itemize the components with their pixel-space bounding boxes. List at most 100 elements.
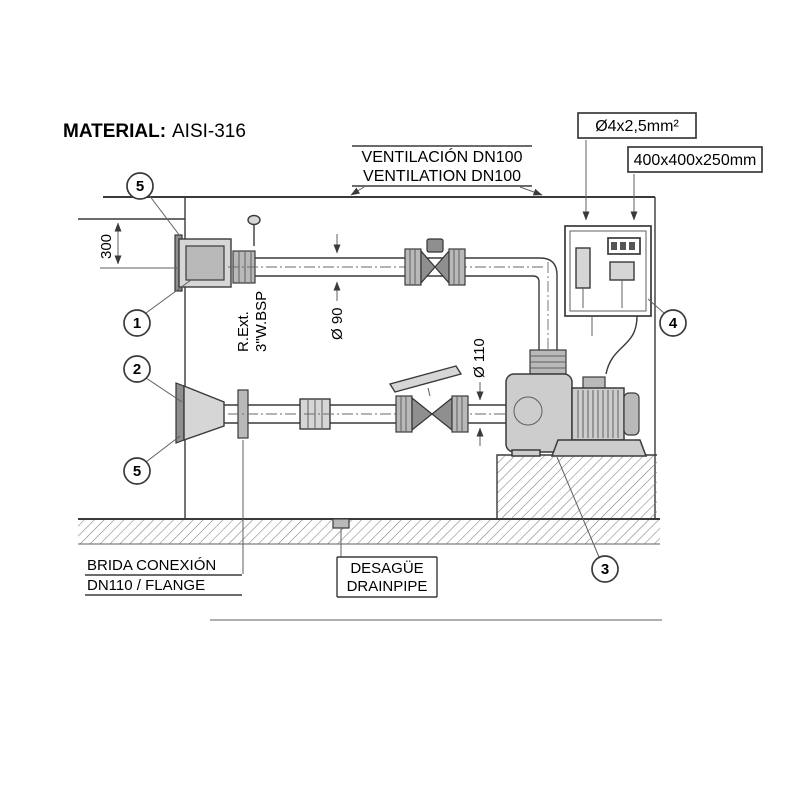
callout-1-circle: [123, 309, 151, 337]
upper-valve-union-left-ribs: [409, 249, 416, 285]
counter-current-unit: [174, 214, 261, 292]
material-value: AISI-316: [172, 121, 246, 142]
dimension-300: 300: [98, 222, 180, 269]
upper-pipe: [255, 257, 533, 277]
nozzle-face-plate: [175, 382, 185, 444]
panel-breaker: [609, 261, 635, 281]
cable-size-callout: Ø4x2,5mm²: [577, 112, 697, 221]
upper-pipe-run: [228, 257, 558, 378]
lower-valve-union-left-ribs: [400, 396, 407, 432]
panel-internal-wires: [582, 280, 623, 308]
ventilation-label-rules: [352, 145, 532, 187]
air-vent-cap: [247, 214, 261, 226]
upper-valve-union-left: [404, 248, 422, 286]
panel-contactor: [575, 247, 591, 289]
terminal-1: [611, 242, 617, 250]
ground-hatch: [78, 520, 660, 544]
callout-5-top-leader: [148, 194, 181, 237]
dim-300-label: 300: [98, 234, 115, 259]
pump-volute-detail: [513, 396, 543, 426]
thread-label-line2: 3"W.BSP: [253, 291, 270, 352]
drain: DESAGÜE DRAINPIPE: [332, 518, 438, 598]
elbow-inner: [532, 275, 540, 352]
flange-label-rules: [85, 574, 242, 596]
nozzle-stub-pipe: [224, 404, 238, 424]
callout-5-bottom: 5: [123, 435, 181, 485]
dia90-label: Ø 90: [329, 307, 346, 340]
ventilation-arrow-right: [519, 186, 543, 196]
lower-pipe-a: [248, 404, 300, 424]
callout-5-top-number: 5: [136, 178, 144, 195]
flange-label-line1: BRIDA CONEXIÓN: [87, 557, 216, 574]
jet-nozzle-assembly: [175, 382, 512, 444]
pump-plinth-hatch: [497, 455, 657, 518]
callout-5-top-circle: [126, 172, 154, 200]
thread-label-line1: R.Ext.: [235, 311, 252, 352]
ventilation-arrow-left: [350, 186, 365, 196]
callout-1-leader: [145, 279, 192, 314]
callout-3: 3: [556, 456, 619, 583]
motor-base: [550, 439, 648, 457]
lower-valve-body-left: [411, 396, 433, 432]
callout-4-leader: [647, 298, 665, 314]
drain-label-box: [336, 556, 438, 598]
panel-size-callout: 400x400x250mm: [627, 146, 763, 221]
elbow-outer: [533, 257, 558, 352]
motor-end-bell: [623, 392, 640, 436]
callout-5-bottom-number: 5: [133, 463, 141, 480]
callout-1: 1: [123, 279, 192, 337]
callout-2-leader: [145, 377, 183, 403]
ventilation-line1: VENTILACIÓN DN100: [362, 147, 523, 166]
drain-fitting: [332, 518, 350, 529]
callout-4-circle: [659, 309, 687, 337]
terminal-2: [620, 242, 626, 250]
callout-4-number: 4: [669, 315, 678, 332]
material-spec: MATERIAL: AISI-316: [63, 121, 246, 142]
terminal-3: [629, 242, 635, 250]
upper-valve-body-left: [420, 249, 436, 285]
lower-valve-body-right: [431, 396, 453, 432]
drain-label-line2: DRAINPIPE: [347, 578, 428, 595]
upper-valve: [404, 238, 466, 286]
panel-enclosure-inner: [569, 230, 647, 312]
lower-valve-union-right: [451, 395, 469, 433]
lower-valve-union-left: [395, 395, 413, 433]
callout-3-leader: [556, 456, 600, 558]
pump: [505, 349, 648, 457]
callout-3-circle: [591, 555, 619, 583]
material-label: MATERIAL:: [63, 121, 166, 142]
upper-valve-union-right: [448, 248, 466, 286]
flange-label-line2: DN110 / FLANGE: [87, 577, 205, 594]
pump-foot: [511, 449, 541, 457]
lower-valve-handle: [388, 365, 463, 393]
flange-callout: BRIDA CONEXIÓN DN110 / FLANGE: [85, 440, 244, 596]
callout-1-number: 1: [133, 315, 141, 332]
thread-spec-label: R.Ext. 3"W.BSP: [235, 291, 270, 352]
pump-supply-cable: [605, 315, 638, 375]
callout-2-number: 2: [133, 361, 141, 378]
callout-4: 4: [647, 298, 687, 337]
lower-valve: [388, 365, 469, 433]
upper-valve-body-right: [434, 249, 450, 285]
lower-pipe-b: [330, 404, 396, 424]
panel-size-label: 400x400x250mm: [634, 152, 757, 169]
unit-housing-inner: [185, 245, 225, 281]
ventilation-label: VENTILACIÓN DN100 VENTILATION DN100: [350, 145, 543, 196]
pump-top-union-ribs: [530, 355, 566, 369]
pool-structure: [78, 196, 660, 545]
ventilation-line2: VENTILATION DN100: [363, 168, 521, 185]
callout-3-number: 3: [601, 561, 609, 578]
callout-5-top: 5: [126, 172, 181, 237]
lower-valve-handle-stem: [427, 387, 431, 397]
dimension-dia110: Ø 110: [471, 338, 488, 446]
lower-pipe-c: [468, 404, 506, 424]
callout-2-circle: [123, 355, 151, 383]
dimension-dia90: Ø 90: [329, 234, 346, 340]
lower-valve-union-right-ribs: [456, 396, 463, 432]
cable-size-label-box: [577, 112, 697, 139]
dia110-label: Ø 110: [471, 338, 488, 378]
upper-valve-handle: [426, 238, 444, 253]
callout-5-bottom-leader: [145, 435, 181, 463]
